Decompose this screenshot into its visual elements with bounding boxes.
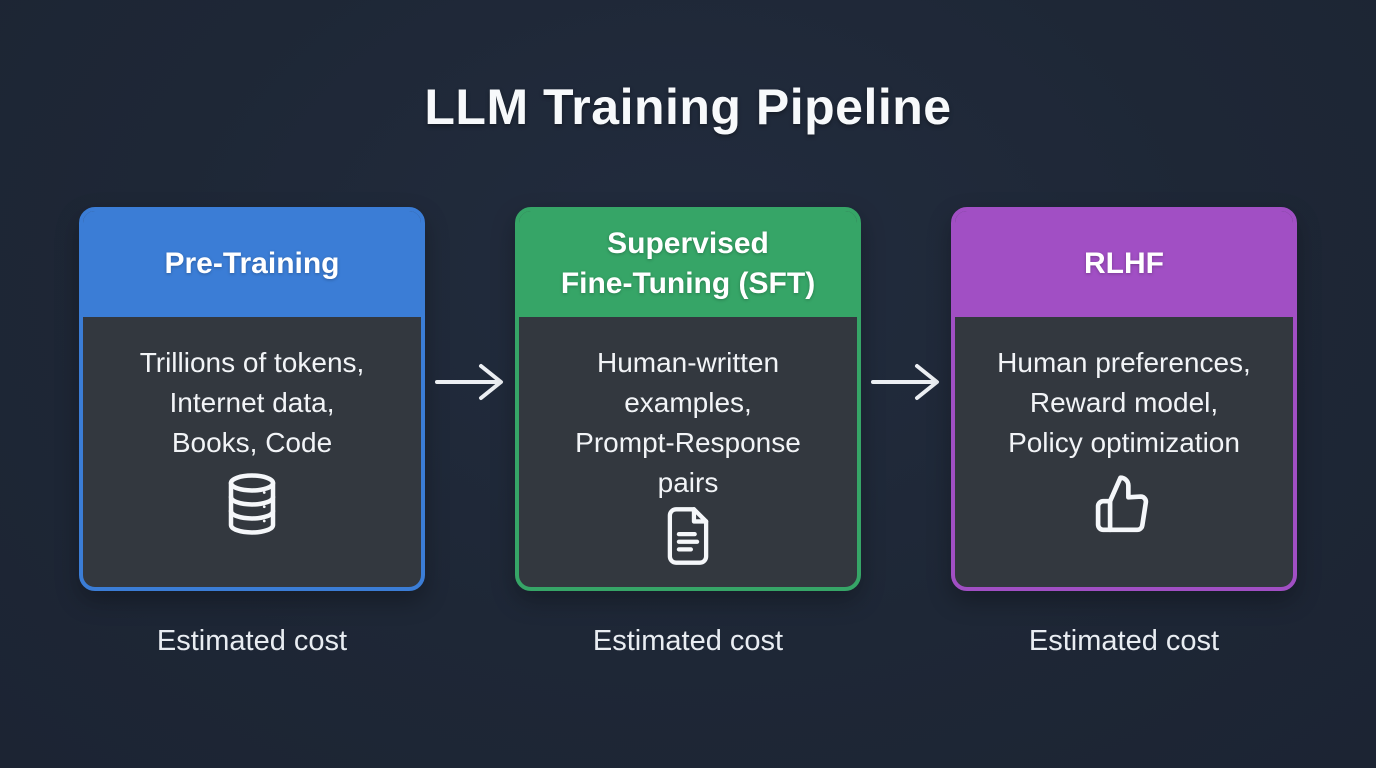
- thumbs-up-icon: [1091, 475, 1157, 535]
- arrow-sft-to-rlhf: [861, 361, 951, 403]
- pre-training-card-text: Trillions of tokens, Internet data, Book…: [139, 347, 365, 458]
- sft-card: Supervised Fine-Tuning (SFT) Human-writt…: [515, 207, 861, 591]
- rlhf-card: RLHF Human preferences, Reward model, Po…: [951, 207, 1297, 591]
- pipeline-row: Pre-Training Trillions of tokens, Intern…: [0, 207, 1376, 658]
- stage-rlhf: RLHF Human preferences, Reward model, Po…: [951, 207, 1297, 658]
- pre-training-card-header: Pre-Training: [83, 211, 421, 317]
- pre-training-card: Pre-Training Trillions of tokens, Intern…: [79, 207, 425, 591]
- page-title: LLM Training Pipeline: [424, 79, 952, 135]
- pre-training-card-body: Trillions of tokens, Internet data, Book…: [83, 317, 421, 587]
- sft-card-text: Human-written examples, Prompt-Response …: [575, 347, 801, 498]
- rlhf-card-header: RLHF: [955, 211, 1293, 317]
- right-arrow-icon: [435, 364, 503, 400]
- sft-card-body: Human-written examples, Prompt-Response …: [519, 317, 857, 587]
- sft-card-header: Supervised Fine-Tuning (SFT): [519, 211, 857, 317]
- stage-pre-training: Pre-Training Trillions of tokens, Intern…: [79, 207, 425, 658]
- stage-sft: Supervised Fine-Tuning (SFT) Human-writt…: [515, 207, 861, 658]
- sft-cost-label: Estimated cost: [592, 625, 784, 657]
- rlhf-card-body: Human preferences, Reward model, Policy …: [955, 317, 1293, 587]
- right-arrow-icon: [871, 364, 939, 400]
- pre-training-cost-label: Estimated cost: [156, 625, 348, 657]
- rlhf-card-text: Human preferences, Reward model, Policy …: [997, 347, 1251, 458]
- database-icon: [222, 471, 282, 537]
- arrow-pre-to-sft: [425, 361, 515, 403]
- rlhf-cost-label: Estimated cost: [1028, 625, 1220, 657]
- document-icon: [659, 505, 717, 567]
